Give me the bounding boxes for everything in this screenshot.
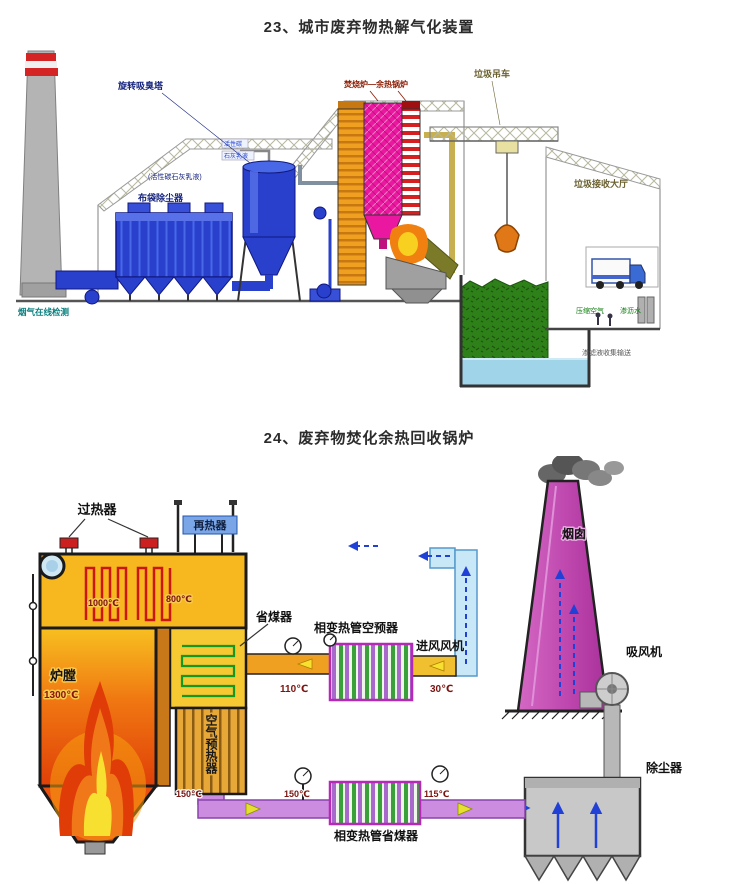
temp-flue-after-pc: 115℃ [424,789,450,799]
flue-duct [55,270,119,305]
waste-pit [459,275,591,388]
label-chimney: 烟囱 [562,526,586,541]
label-air-preheater: 空气预热器 [204,713,218,775]
label-pc-air-preheater: 相变热管空预器 [314,620,399,635]
label-superheater: 过热器 [77,502,117,517]
incinerator-boiler [309,101,459,304]
worker-figures [595,312,613,326]
diagram1-labels: 旋转吸臭塔 (活性碳石灰乳液) 活性碳 石灰乳液 布袋除尘器 焚烧炉—余热锅炉 … [18,68,641,357]
label-leachate-transport: 渗滤液收集输送 [582,348,631,357]
label-lime-milk: 石灰乳液 [224,152,248,160]
scrubber-tank [221,138,338,302]
grab-claw-icon [494,224,520,253]
garbage-truck [591,258,646,289]
air-preheater [174,706,248,796]
id-fan-icon [84,289,100,305]
label-dust-collector: 除尘器 [646,760,683,775]
temp-furnace-top: 1000℃ [88,598,119,608]
label-bag-filter: 布袋除尘器 [137,192,184,203]
label-receiving-hall: 垃圾接收大厅 [574,178,628,189]
heat-recovery-boiler-diagram: 过热器 再热器 炉膛 1300℃ 1000℃ 800℃ 省煤器 空气预热器 相变… [28,456,684,882]
superheater-coils [84,566,172,622]
section-23-title: 23、城市废弃物热解气化装置 [263,19,475,36]
temp-flue-exit-1: 150℃ [176,789,202,799]
label-economizer: 省煤器 [255,609,293,624]
suction-fan [579,672,629,779]
label-reheater: 再热器 [194,518,228,532]
chimney [516,479,610,713]
economizer-gauge [284,637,302,655]
receiving-hall [545,246,660,331]
label-incinerator-boiler: 焚烧炉—余热锅炉 [343,79,408,89]
temp-air-in: 30℃ [430,684,453,695]
label-inlet-fan: 进风风机 [416,638,464,653]
economizer-coil [180,644,236,698]
label-flue-gas-monitoring: 烟气在线检测 [18,307,70,317]
bag-filter [114,202,270,301]
dust-collector [508,776,642,882]
garbage-crane [429,126,559,253]
temp-air-out: 110℃ [280,684,308,695]
document-page: 23、城市废弃物热解气化装置 [0,16,738,884]
pc-air-preheater [323,633,414,702]
label-reagent-note: (活性碳石灰乳液) [148,172,202,181]
temp-furnace-core: 1300℃ [44,690,78,701]
label-garbage-crane: 垃圾吊车 [474,68,510,79]
diagram2-labels: 过热器 再热器 炉膛 1300℃ 1000℃ 800℃ 省煤器 空气预热器 相变… [43,502,684,843]
label-compressed-air: 压缩空气 [576,306,604,315]
pc-economizer [294,765,449,826]
gas-cylinder-icon [637,296,646,324]
chimney-smoke [538,456,624,486]
temp-flue-exit-2: 150℃ [284,789,310,799]
inlet-air-riser [348,541,478,677]
chimney-ground [501,709,622,720]
furnace-flame [50,681,146,841]
label-activated-carbon: 活性碳 [224,140,242,148]
section-24-title: 24、废弃物焚化余热回收锅炉 [263,430,475,447]
pyrolysis-plant-diagram: 旋转吸臭塔 (活性碳石灰乳液) 活性碳 石灰乳液 布袋除尘器 焚烧炉—余热锅炉 … [16,50,661,388]
label-spray-tower: 旋转吸臭塔 [117,80,164,91]
air-ducts [245,653,457,677]
temp-reheat-zone: 800℃ [166,594,192,604]
stack-chimney [19,50,67,298]
boiler [28,500,248,855]
gas-cylinder-icon [646,296,655,324]
label-pc-economizer: 相变热管省煤器 [334,828,419,843]
label-suction-fan: 吸风机 [626,644,662,659]
label-furnace: 炉膛 [50,668,76,683]
label-seepage-water: 渗沥水 [620,306,641,315]
